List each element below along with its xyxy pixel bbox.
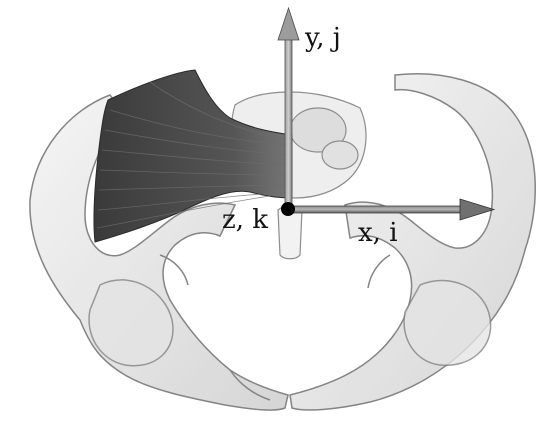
- y-axis-label: y, j: [304, 23, 341, 53]
- x-axis-label: x, i: [358, 218, 398, 248]
- z-axis-label: z, k: [222, 205, 268, 235]
- origin-dot-icon: [281, 202, 295, 216]
